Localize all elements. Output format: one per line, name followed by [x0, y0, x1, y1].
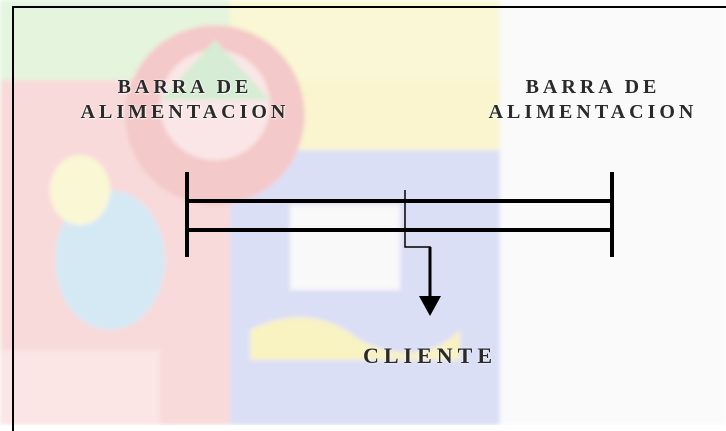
right-bus-label-line1: BARRA DE	[525, 76, 661, 98]
left-bus-label: BARRA DE ALIMENTACION	[40, 75, 330, 125]
left-bus-label-line1: BARRA DE	[117, 76, 253, 98]
diagram-frame	[12, 6, 726, 431]
left-bus-label-line2: ALIMENTACION	[80, 101, 290, 123]
right-bus-label: BARRA DE ALIMENTACION	[460, 75, 726, 125]
client-tap-line	[404, 190, 431, 298]
right-bus-label-line2: ALIMENTACION	[488, 101, 698, 123]
client-label: CLIENTE	[362, 343, 498, 368]
arrow-head-icon	[419, 296, 441, 316]
